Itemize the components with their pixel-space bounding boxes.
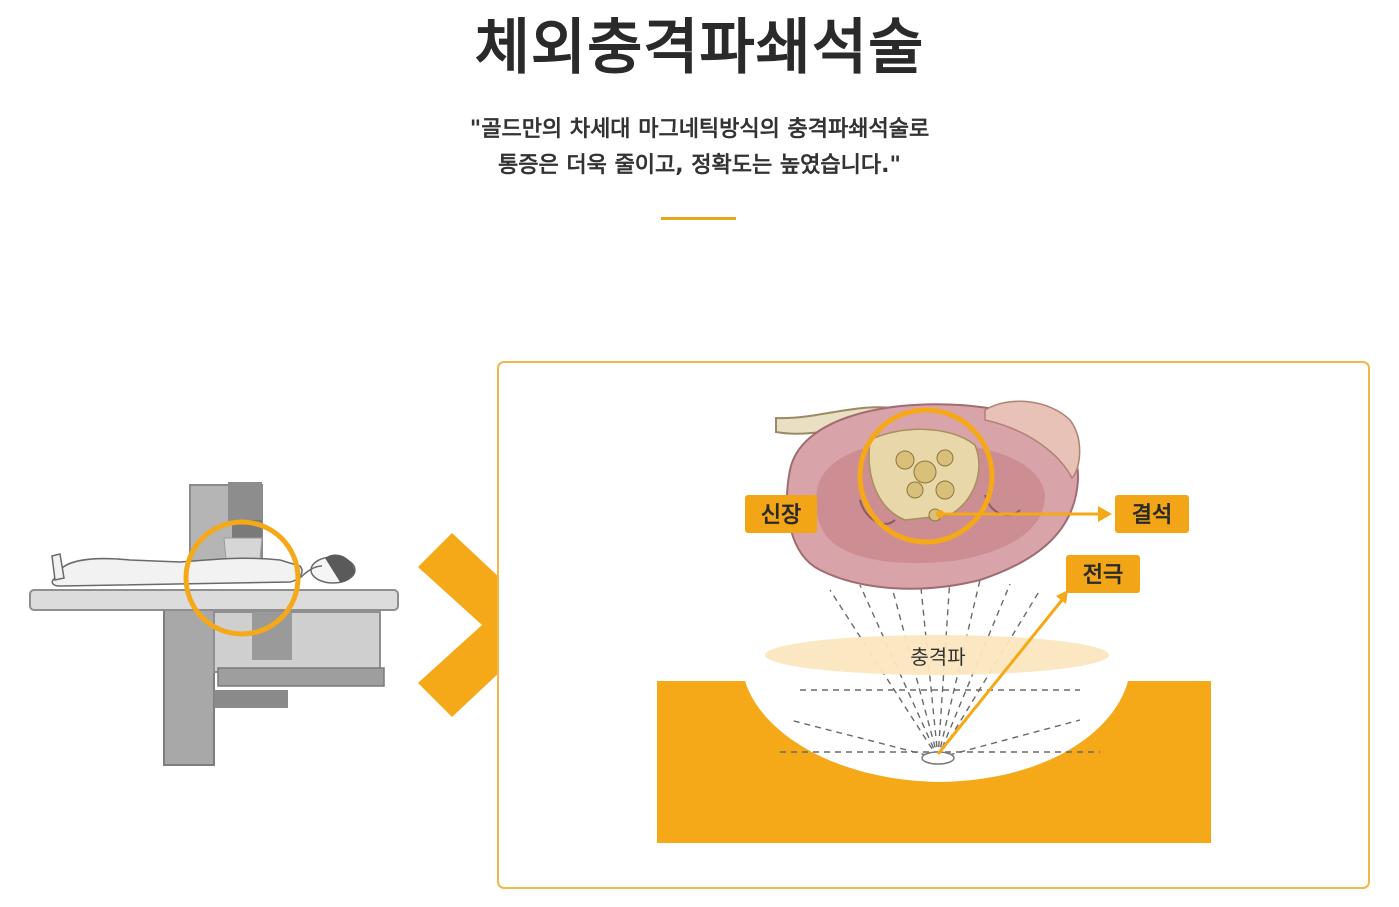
label-electrode: 전극 (1066, 555, 1140, 593)
kidney-illustration (775, 400, 1081, 590)
subtitle-line-1: "골드만의 차세대 마그네틱방식의 충격파쇄석술로 (469, 117, 930, 142)
label-shockwave: 충격파 (910, 645, 965, 669)
shockwave-focus-ellipse (765, 635, 1109, 675)
svg-text:신장: 신장 (761, 503, 801, 528)
svg-text:전극: 전극 (1083, 563, 1123, 588)
label-stone: 결석 (1115, 495, 1189, 533)
treatment-machine-illustration (29, 482, 399, 766)
svg-text:결석: 결석 (1132, 503, 1172, 528)
shockwave-bowl (657, 681, 1211, 843)
subtitle-line-2: 통증은 더욱 줄이고, 정확도는 높였습니다." (498, 153, 901, 178)
label-kidney: 신장 (745, 495, 817, 533)
page-subtitle: "골드만의 차세대 마그네틱방식의 충격파쇄석술로 통증은 더욱 줄이고, 정확… (0, 112, 1399, 184)
electrode-arrow (936, 590, 1068, 755)
title-divider (661, 217, 736, 220)
focus-ring-icon (183, 519, 301, 637)
stone-arrow (936, 506, 1112, 522)
page-title: 체외충격파쇄석술 (474, 13, 925, 83)
